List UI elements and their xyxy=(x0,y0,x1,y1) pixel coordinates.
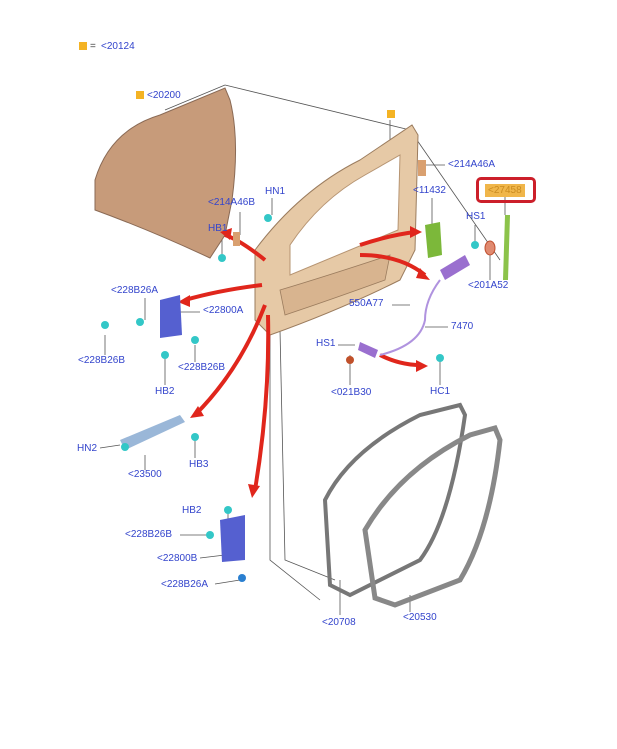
glass-channel-part xyxy=(425,222,442,258)
label-550a77: 550A77 xyxy=(349,298,384,309)
label-22800a: <22800A xyxy=(203,305,244,316)
legend-equals: = xyxy=(90,41,96,52)
label-228b26a-lower: <228B26A xyxy=(161,579,208,590)
label-hb2-top: HB2 xyxy=(155,386,175,397)
outer-door-seal xyxy=(362,424,503,608)
frame-swatch xyxy=(387,110,395,118)
label-hb1: HB1 xyxy=(208,223,228,234)
door-skin-swatch xyxy=(136,91,144,99)
legend-part-number: <20124 xyxy=(101,41,135,52)
label-hs1-top: HS1 xyxy=(466,211,486,222)
label-20530: <20530 xyxy=(403,612,437,623)
label-hn1: HN1 xyxy=(265,186,286,197)
label-201a52: <201A52 xyxy=(468,280,509,291)
label-20708: <20708 xyxy=(322,617,356,628)
label-228b26b-right: <228B26B xyxy=(178,362,225,373)
label-27458: <27458 xyxy=(485,184,525,197)
hinge-pin-part xyxy=(418,160,426,176)
check-arm-part xyxy=(120,415,185,450)
label-hs1-lower: HS1 xyxy=(316,338,336,349)
label-hn2: HN2 xyxy=(77,443,98,454)
label-hb3: HB3 xyxy=(189,459,209,470)
label-021b30: <021B30 xyxy=(331,387,372,398)
upper-hinge-part xyxy=(160,295,182,338)
label-23500: <23500 xyxy=(128,469,162,480)
highlight-frame: <27458 xyxy=(476,177,536,203)
label-7470: 7470 xyxy=(451,321,474,332)
label-228b26b-lower: <228B26B xyxy=(125,529,172,540)
label-11432: <11432 xyxy=(413,185,446,196)
door-skin-panel xyxy=(94,87,237,259)
label-228b26a-top: <228B26A xyxy=(111,285,158,296)
label-hc1: HC1 xyxy=(430,386,451,397)
label-228b26b-left: <228B26B xyxy=(78,355,125,366)
cable-7470 xyxy=(379,279,441,356)
label-22800b: <22800B xyxy=(157,553,198,564)
label-20200: <20200 xyxy=(147,90,181,101)
label-hb2-lower: HB2 xyxy=(182,505,202,516)
label-214a46b: <214A46B xyxy=(208,197,255,208)
legend-swatch xyxy=(79,42,87,50)
lower-hinge-part xyxy=(220,515,245,562)
label-214a46a: <214A46A xyxy=(448,159,495,170)
inner-door-seal xyxy=(322,402,468,598)
